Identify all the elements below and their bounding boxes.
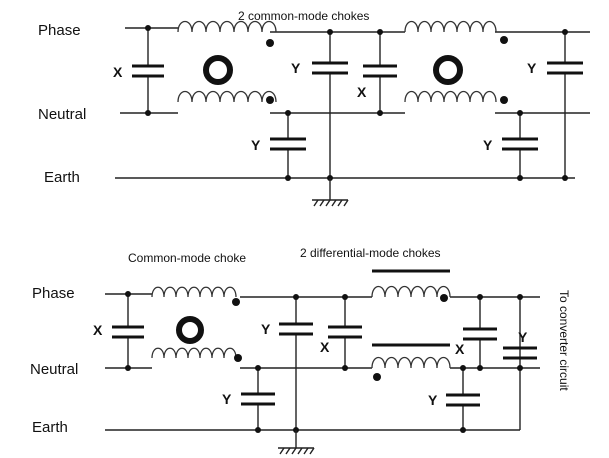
bottom-x1-label: X	[93, 322, 103, 338]
bottom-filter-circuit: Common-mode choke 2 differential-mode ch…	[30, 246, 571, 455]
bottom-y1-label: Y	[261, 321, 271, 337]
top-y-capacitor-1: Y	[291, 29, 348, 181]
top-y1-label: Y	[291, 60, 301, 76]
bottom-cm-title: Common-mode choke	[128, 251, 246, 265]
bottom-y4-label: Y	[518, 329, 528, 345]
top-earth-label: Earth	[44, 169, 80, 186]
top-y-capacitor-2: Y	[251, 110, 306, 181]
bottom-y-capacitor-1: Y	[261, 294, 313, 433]
top-x2-label: X	[357, 84, 367, 100]
top-title: 2 common-mode chokes	[238, 9, 369, 23]
bottom-x2-label: X	[320, 339, 330, 355]
bottom-wires	[105, 293, 540, 431]
top-filter-circuit: 2 common-mode chokes Phase Neutral Earth…	[38, 9, 590, 207]
bottom-x-capacitor-2: X	[320, 294, 362, 371]
top-phase-label: Phase	[38, 22, 81, 39]
top-common-mode-choke-1	[177, 20, 277, 104]
bottom-y-capacitor-3: Y	[428, 365, 480, 433]
bottom-ground-symbol	[278, 430, 315, 455]
bottom-earth-label: Earth	[32, 419, 68, 436]
bottom-side-note: To converter circuit	[557, 290, 571, 391]
bottom-y-capacitor-4: Y	[503, 294, 537, 371]
bottom-y-capacitor-2: Y	[222, 365, 275, 433]
bottom-y3-label: Y	[428, 392, 438, 408]
top-y-capacitor-3: Y	[483, 110, 538, 181]
bottom-differential-mode-choke-1	[371, 269, 451, 302]
top-common-mode-choke-2	[404, 20, 508, 104]
bottom-x-capacitor-1: X	[93, 291, 144, 371]
top-y-capacitor-4: Y	[527, 29, 583, 181]
top-wires	[115, 27, 590, 179]
bottom-phase-label: Phase	[32, 285, 75, 302]
top-x-capacitor-1: X	[113, 25, 164, 116]
bottom-x-capacitor-3: X	[455, 294, 497, 371]
bottom-differential-mode-choke-2	[371, 343, 451, 381]
bottom-x3-label: X	[455, 341, 465, 357]
bottom-common-mode-choke	[151, 286, 242, 362]
top-ground-symbol	[312, 178, 349, 207]
top-y3-label: Y	[483, 137, 493, 153]
top-neutral-label: Neutral	[38, 106, 86, 123]
bottom-y2-label: Y	[222, 391, 232, 407]
bottom-dm-title: 2 differential-mode chokes	[300, 246, 441, 260]
top-y2-label: Y	[251, 137, 261, 153]
top-x1-label: X	[113, 64, 123, 80]
bottom-neutral-label: Neutral	[30, 361, 78, 378]
top-y4-label: Y	[527, 60, 537, 76]
top-x-capacitor-2: X	[357, 29, 397, 116]
